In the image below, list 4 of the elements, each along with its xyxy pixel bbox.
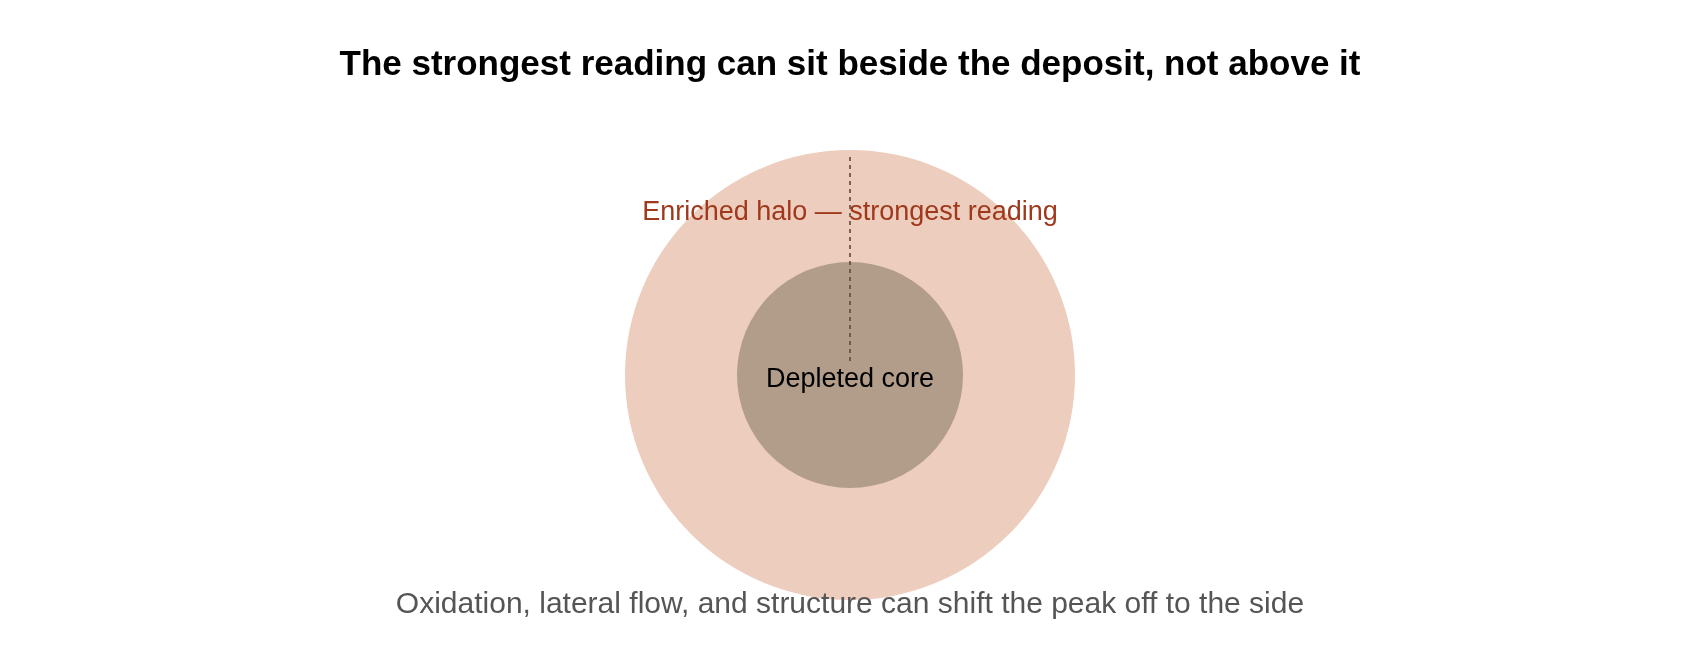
core-label: Depleted core (765, 362, 935, 394)
caption-text: Oxidation, lateral flow, and structure can shift the peak off to the side (395, 586, 1305, 620)
diagram-title: The strongest reading can sit beside the deposit, not above it (339, 43, 1361, 83)
halo-label: Enriched halo — strongest reading (642, 195, 1058, 227)
